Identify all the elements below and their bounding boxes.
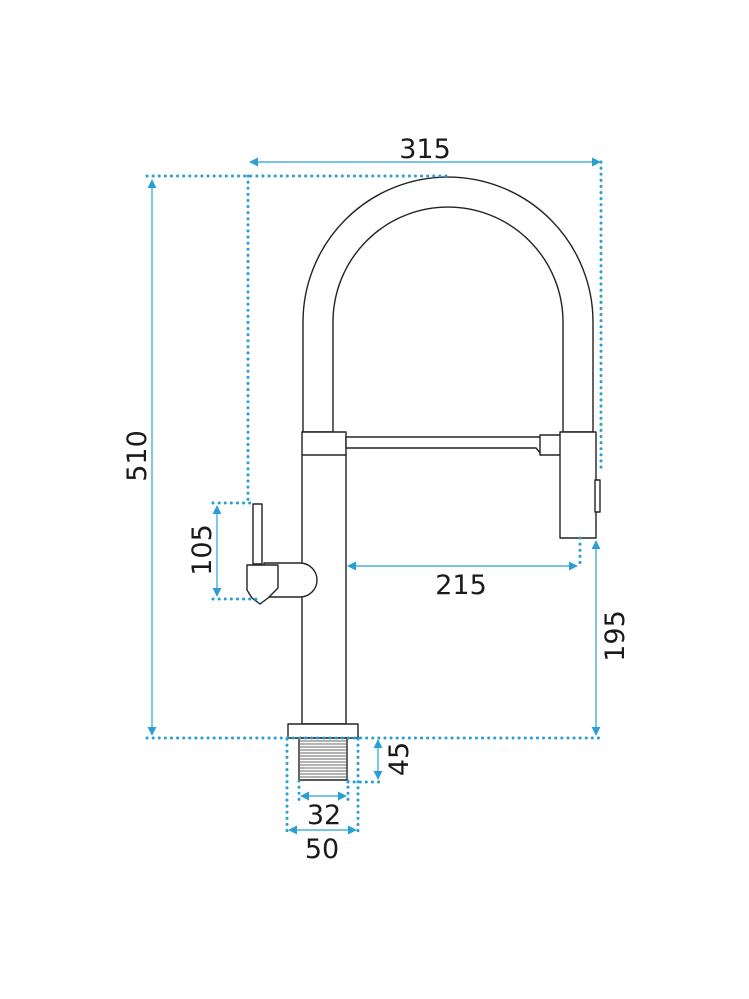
- shank-threads: [300, 740, 346, 778]
- dim-label-510: 510: [122, 430, 153, 482]
- dim-label-105: 105: [187, 524, 218, 576]
- spray-head-button: [594, 479, 601, 513]
- base-flange: [287, 723, 359, 739]
- dim-label-50: 50: [305, 834, 339, 865]
- handle-knuckle: [246, 564, 279, 605]
- dim-label-215: 215: [435, 570, 487, 601]
- spray-head: [559, 431, 597, 539]
- dim-label-32: 32: [307, 800, 341, 831]
- dim-label-315: 315: [399, 134, 451, 165]
- extension-lines: [145, 160, 604, 836]
- spout-support-arm: [345, 436, 543, 456]
- dim-label-195: 195: [600, 610, 631, 662]
- dimension-annotations: 315 510 105 215 195 45 32 50: [122, 134, 631, 865]
- lever-handle: [252, 503, 263, 565]
- gooseneck-spout: [302, 176, 594, 433]
- faucet-outline: [246, 176, 601, 781]
- dim-label-45: 45: [384, 742, 415, 776]
